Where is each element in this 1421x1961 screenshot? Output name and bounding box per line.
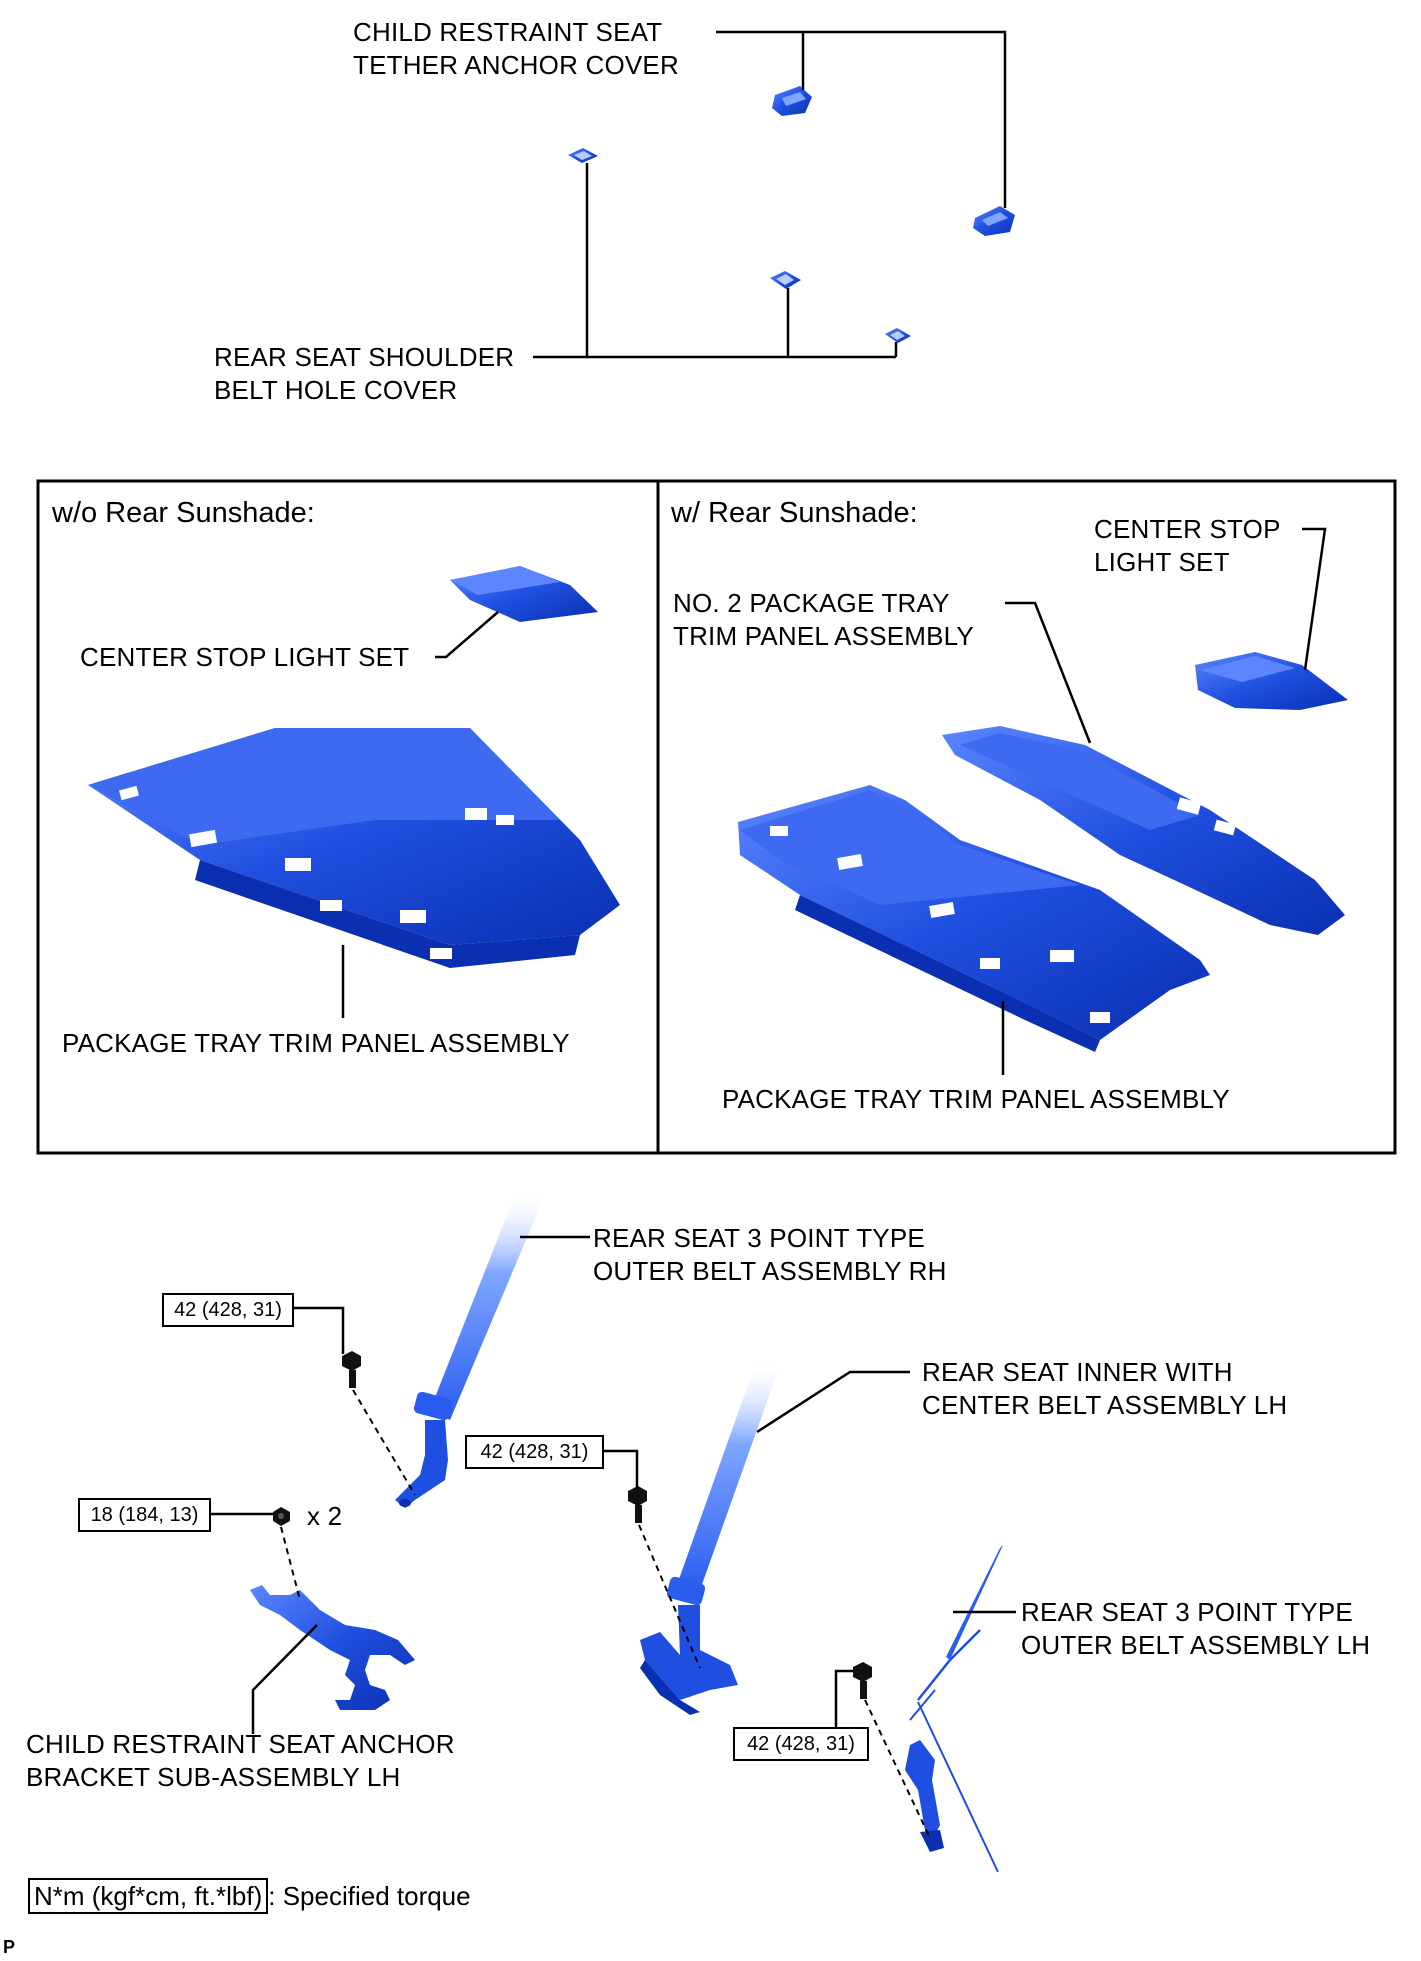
label-line: REAR SEAT 3 POINT TYPE	[1021, 1597, 1353, 1627]
center-stop-light-set-left	[450, 566, 598, 622]
shoulder-belt-hole-cover-1	[568, 148, 598, 163]
bolt-belt-center	[628, 1486, 647, 1523]
tether-anchor-cover-right	[973, 206, 1015, 236]
label-line: NO. 2 PACKAGE TRAY	[673, 588, 950, 618]
legend-unit-box: N*m (kgf*cm, ft.*lbf)	[28, 1878, 269, 1914]
sunshade-variants-box	[36, 479, 1397, 1155]
label-line: REAR SEAT INNER WITH	[922, 1357, 1233, 1387]
torque-belt-lh: 42 (428, 31)	[733, 1727, 869, 1761]
label-tether-anchor-cover: CHILD RESTRAINT SEAT TETHER ANCHOR COVER	[353, 16, 679, 82]
top-leader-lines	[533, 30, 1007, 359]
fastener-guide-lines	[280, 1389, 931, 1839]
rear-seat-center-belt-lh	[640, 1365, 780, 1715]
label-anchor-bracket: CHILD RESTRAINT SEAT ANCHOR BRACKET SUB-…	[26, 1728, 455, 1794]
label-line: OUTER BELT ASSEMBLY RH	[593, 1256, 947, 1286]
label-center-stop-light-right: CENTER STOP LIGHT SET	[1094, 513, 1281, 579]
package-tray-trim-panel-left	[88, 728, 620, 968]
label-center-stop-light-left: CENTER STOP LIGHT SET	[80, 642, 410, 672]
torque-belt-center: 42 (428, 31)	[465, 1435, 604, 1469]
label-line: CHILD RESTRAINT SEAT ANCHOR	[26, 1729, 455, 1759]
box-leader-lines	[341, 527, 1327, 1075]
label-outer-belt-lh: REAR SEAT 3 POINT TYPE OUTER BELT ASSEMB…	[1021, 1596, 1370, 1662]
label-outer-belt-rh: REAR SEAT 3 POINT TYPE OUTER BELT ASSEMB…	[593, 1222, 947, 1288]
shoulder-belt-hole-cover-3	[885, 328, 911, 343]
torque-legend: N*m (kgf*cm, ft.*lbf): Specified torque	[28, 1878, 471, 1914]
heading-without-sunshade: w/o Rear Sunshade:	[52, 497, 315, 529]
label-line: REAR SEAT 3 POINT TYPE	[593, 1223, 925, 1253]
quantity-marker: x 2	[307, 1501, 343, 1531]
label-line: BELT HOLE COVER	[214, 375, 458, 405]
tether-anchor-cover-top	[772, 86, 812, 116]
label-line: OUTER BELT ASSEMBLY LH	[1021, 1630, 1371, 1660]
label-line: CENTER BELT ASSEMBLY LH	[922, 1390, 1288, 1420]
bottom-leader-lines	[210, 1235, 1016, 1744]
nut-bracket	[273, 1507, 290, 1526]
label-line: BRACKET SUB-ASSEMBLY LH	[26, 1762, 401, 1792]
label-shoulder-belt-hole-cover: REAR SEAT SHOULDER BELT HOLE COVER	[214, 341, 514, 407]
bolt-belt-rh	[342, 1351, 361, 1388]
label-package-tray-right: PACKAGE TRAY TRIM PANEL ASSEMBLY	[722, 1084, 1230, 1114]
rear-seat-outer-belt-rh	[395, 1195, 545, 1508]
package-tray-trim-panel-right	[738, 785, 1210, 1052]
no2-package-tray-trim-panel	[942, 726, 1345, 935]
heading-with-sunshade: w/ Rear Sunshade:	[671, 497, 918, 529]
label-line: TRIM PANEL ASSEMBLY	[673, 621, 974, 651]
legend-description: : Specified torque	[268, 1881, 471, 1911]
label-no2-package-tray: NO. 2 PACKAGE TRAY TRIM PANEL ASSEMBLY	[673, 587, 974, 653]
child-restraint-anchor-bracket	[250, 1585, 415, 1710]
label-line: LIGHT SET	[1094, 547, 1230, 577]
label-package-tray-left: PACKAGE TRAY TRIM PANEL ASSEMBLY	[62, 1028, 570, 1058]
label-line: CHILD RESTRAINT SEAT	[353, 17, 663, 47]
label-line: CENTER STOP	[1094, 514, 1281, 544]
rear-seat-outer-belt-lh	[905, 1545, 1006, 1886]
label-line: TETHER ANCHOR COVER	[353, 50, 679, 80]
torque-bracket: 18 (184, 13)	[78, 1498, 211, 1532]
center-stop-light-set-right	[1195, 652, 1348, 710]
label-line: REAR SEAT SHOULDER	[214, 342, 515, 372]
corner-mark: P	[3, 1937, 16, 1957]
shoulder-belt-hole-cover-2	[770, 271, 801, 289]
torque-belt-rh: 42 (428, 31)	[162, 1293, 294, 1327]
label-center-belt-lh: REAR SEAT INNER WITH CENTER BELT ASSEMBL…	[922, 1356, 1287, 1422]
bolt-belt-lh	[853, 1662, 872, 1699]
